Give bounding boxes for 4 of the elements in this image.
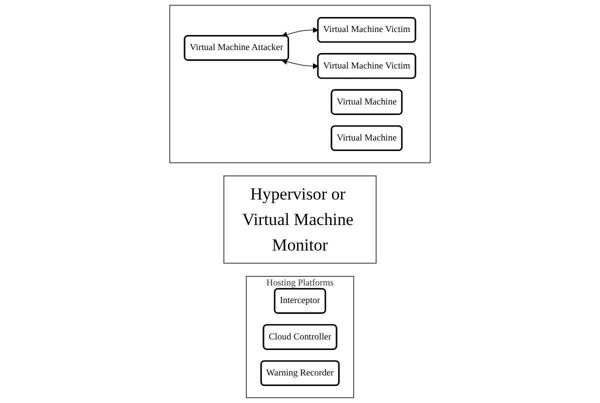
node-box: Hypervisor or Virtual Machine Monitor bbox=[224, 176, 376, 264]
arrow bbox=[282, 58, 319, 70]
cluster bbox=[169, 4, 431, 164]
arrow bbox=[282, 27, 319, 38]
